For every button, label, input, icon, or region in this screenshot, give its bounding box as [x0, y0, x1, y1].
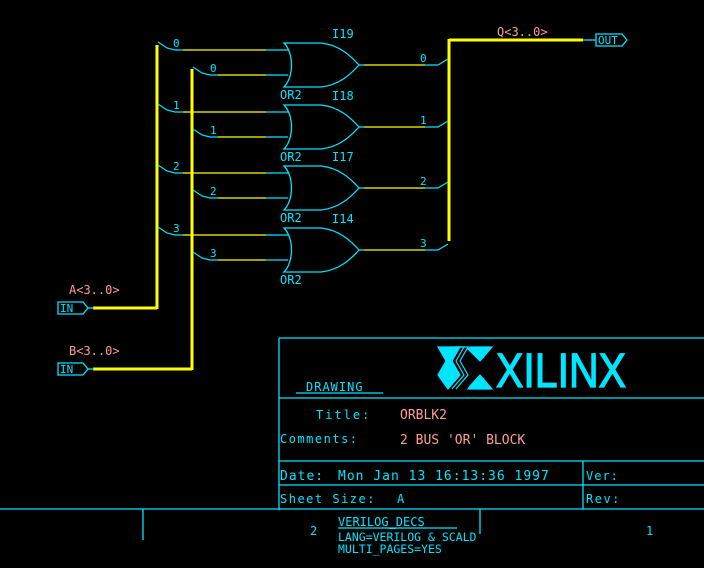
bit-label-b: 0 [210, 62, 217, 75]
sheet-size-value: A [397, 492, 405, 506]
wire-a-tap [157, 103, 183, 113]
bit-label-b: 1 [210, 124, 217, 137]
output-port-q[interactable]: Q<3..0> OUT [497, 25, 628, 47]
instance-label: I18 [332, 89, 354, 103]
date-value: Mon Jan 13 16:13:36 1997 [338, 469, 550, 484]
in-port-a-label: IN [60, 302, 73, 315]
xilinx-logo-icon [436, 346, 494, 390]
input-b-net-label: B<3..0> [69, 344, 120, 358]
sheet-number: 2 [310, 524, 317, 538]
decl-line-multipages: MULTI_PAGES=YES [338, 542, 442, 556]
or-gate-symbol[interactable] [283, 165, 360, 211]
wire-b-tap [192, 189, 218, 199]
xilinx-logo: XILINX [436, 344, 627, 399]
bit-label-a: 1 [173, 99, 180, 112]
wire-b-tap [192, 128, 218, 138]
drawing-label: DRAWING [306, 380, 364, 394]
bit-label-out: 0 [420, 52, 427, 65]
bit-label-a: 3 [173, 222, 180, 235]
xilinx-logo-text: XILINX [496, 345, 626, 398]
wire-out-tap [425, 120, 449, 128]
ver-label: Ver: [586, 469, 619, 483]
bit-label-out: 2 [420, 175, 427, 188]
comments-value: 2 BUS 'OR' BLOCK [400, 433, 525, 448]
or-gate-symbol[interactable] [283, 104, 360, 150]
bus-b [93, 69, 194, 371]
title-value: ORBLK2 [400, 408, 447, 423]
instance-label: I17 [332, 150, 354, 164]
input-port-a[interactable]: A<3..0> IN [57, 283, 120, 315]
bit-label-a: 2 [173, 160, 180, 173]
wire-b-tap [192, 251, 218, 261]
or-gate-symbol[interactable] [283, 42, 360, 88]
verilog-decs-title: VERILOG_DECS [338, 515, 425, 529]
output-net-label: Q<3..0> [497, 25, 548, 39]
wire-out-tap [425, 58, 449, 66]
gate-type-label: OR2 [280, 150, 302, 164]
input-a-net-label: A<3..0> [69, 283, 120, 297]
title-label: Title: [316, 408, 371, 422]
title-block [0, 337, 704, 540]
input-port-b[interactable]: B<3..0> IN [57, 344, 120, 376]
wire-out-tap [425, 243, 449, 251]
wire-out-tap [425, 181, 449, 189]
wire-a-tap [157, 41, 183, 51]
sheet-size-label: Sheet Size: [280, 492, 376, 506]
wire-b-tap [192, 66, 218, 76]
or-gate-symbol[interactable] [283, 227, 360, 273]
bit-label-b: 2 [210, 185, 217, 198]
instance-label: I19 [332, 27, 354, 41]
bit-label-out: 3 [420, 237, 427, 250]
wire-a-tap [157, 226, 183, 236]
bit-label-b: 3 [210, 247, 217, 260]
gate-type-label: OR2 [280, 273, 302, 287]
bus-q [447, 38, 596, 241]
in-port-b-label: IN [60, 363, 73, 376]
rev-label: Rev: [586, 492, 621, 506]
bit-label-a: 0 [173, 37, 180, 50]
gate-type-label: OR2 [280, 211, 302, 225]
decl-line-lang: LANG=VERILOG & SCALD [338, 530, 477, 544]
gate-type-label: OR2 [280, 88, 302, 102]
bit-label-out: 1 [420, 114, 427, 127]
wire-a-tap [157, 164, 183, 174]
out-port-label: OUT [598, 34, 618, 47]
comments-label: Comments: [280, 432, 359, 446]
instance-label: I14 [332, 212, 354, 226]
bus-a [93, 45, 159, 310]
page-count: 1 [646, 524, 653, 538]
date-label: Date: [280, 469, 324, 484]
